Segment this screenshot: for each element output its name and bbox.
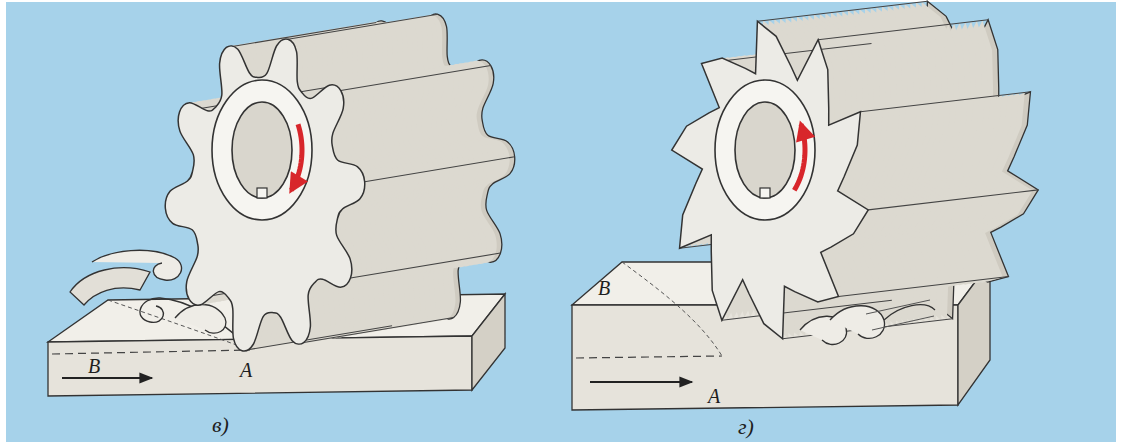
cut-path: [622, 262, 722, 356]
chip: [175, 305, 226, 334]
chip-edge: [866, 300, 934, 330]
tooth-edge: [226, 22, 376, 47]
figure-caption: в): [212, 414, 229, 436]
workpiece-side: [472, 294, 505, 390]
cutters: [165, 1, 1038, 351]
point-label: A: [240, 360, 252, 380]
point-label: B: [88, 356, 100, 376]
chip: [884, 305, 935, 320]
tooth-edge: [860, 92, 1030, 112]
chip: [830, 306, 885, 339]
figure-caption: г): [738, 416, 754, 438]
chip-right: [800, 300, 935, 344]
tooth-edge: [341, 66, 491, 91]
tooth-edge: [868, 190, 1038, 210]
tooth-edge: [242, 326, 392, 351]
milling-cutter: [165, 14, 514, 351]
feed-arrow: [62, 377, 152, 379]
rotation-arrow: [291, 124, 302, 190]
cut-depth-line: [576, 356, 722, 358]
key-slot: [257, 188, 267, 198]
tooth-edge: [350, 253, 500, 278]
tooth-edge: [818, 20, 988, 40]
tooth-edge: [365, 157, 515, 182]
tooth-edge: [838, 277, 1008, 297]
point-label: B: [598, 278, 610, 298]
point-label: A: [708, 386, 720, 406]
key-slot: [760, 188, 770, 198]
feed-arrow: [590, 381, 692, 383]
tooth-edge: [304, 318, 454, 343]
bore: [735, 102, 795, 198]
hub-ring: [212, 80, 312, 220]
rotation-arrow: [794, 124, 805, 190]
tooth-edge: [288, 14, 438, 39]
chip: [70, 268, 150, 305]
cut-depth-line: [52, 350, 250, 354]
cutter-front-face: [672, 21, 868, 338]
cutter-front-face: [165, 39, 364, 351]
background-panel: [6, 2, 1116, 442]
tooth-edge: [757, 1, 927, 21]
cut-path: [108, 300, 250, 350]
bore: [232, 102, 292, 198]
milling-cutter: [672, 1, 1038, 338]
hub-ring: [715, 80, 815, 220]
